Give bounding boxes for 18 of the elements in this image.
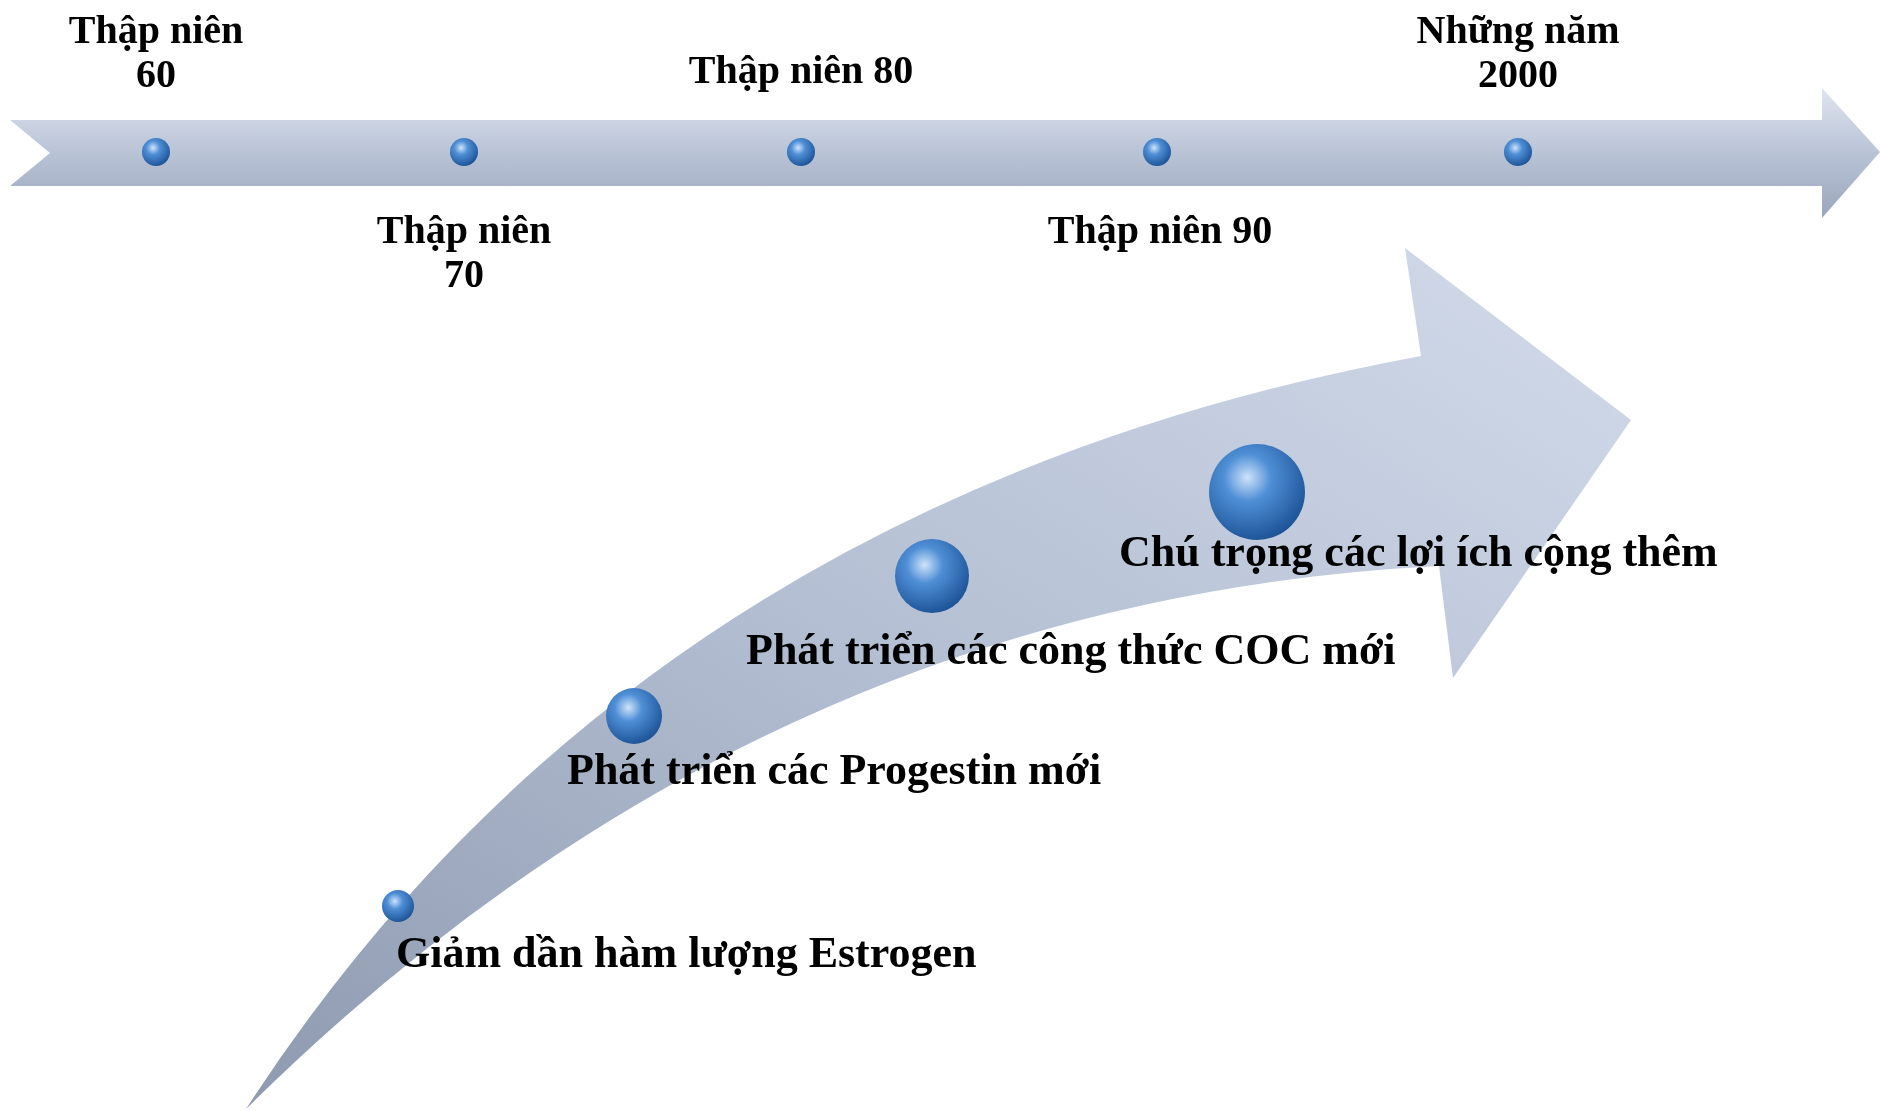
period-label: Những năm 2000 bbox=[1415, 8, 1621, 96]
dot-marker bbox=[1504, 138, 1532, 166]
period-label: Thập niên 80 bbox=[687, 48, 915, 92]
milestone-label: Phát triển các công thức COC mới bbox=[746, 625, 1396, 675]
period-label: Thập niên 90 bbox=[1046, 208, 1274, 252]
dot-marker bbox=[1143, 138, 1171, 166]
dot-marker bbox=[382, 890, 414, 922]
milestone-label: Phát triển các Progestin mới bbox=[567, 745, 1102, 795]
dot-marker bbox=[142, 138, 170, 166]
period-label: Thập niên 70 bbox=[375, 208, 553, 296]
milestone-label: Chú trọng các lợi ích cộng thêm bbox=[1119, 527, 1718, 577]
dot-marker bbox=[606, 688, 662, 744]
dot-marker bbox=[895, 539, 969, 613]
dot-marker bbox=[787, 138, 815, 166]
period-label: Thập niên 60 bbox=[67, 8, 245, 96]
dot-marker bbox=[1209, 444, 1305, 540]
milestone-label: Giảm dần hàm lượng Estrogen bbox=[396, 928, 977, 978]
dot-marker bbox=[450, 138, 478, 166]
